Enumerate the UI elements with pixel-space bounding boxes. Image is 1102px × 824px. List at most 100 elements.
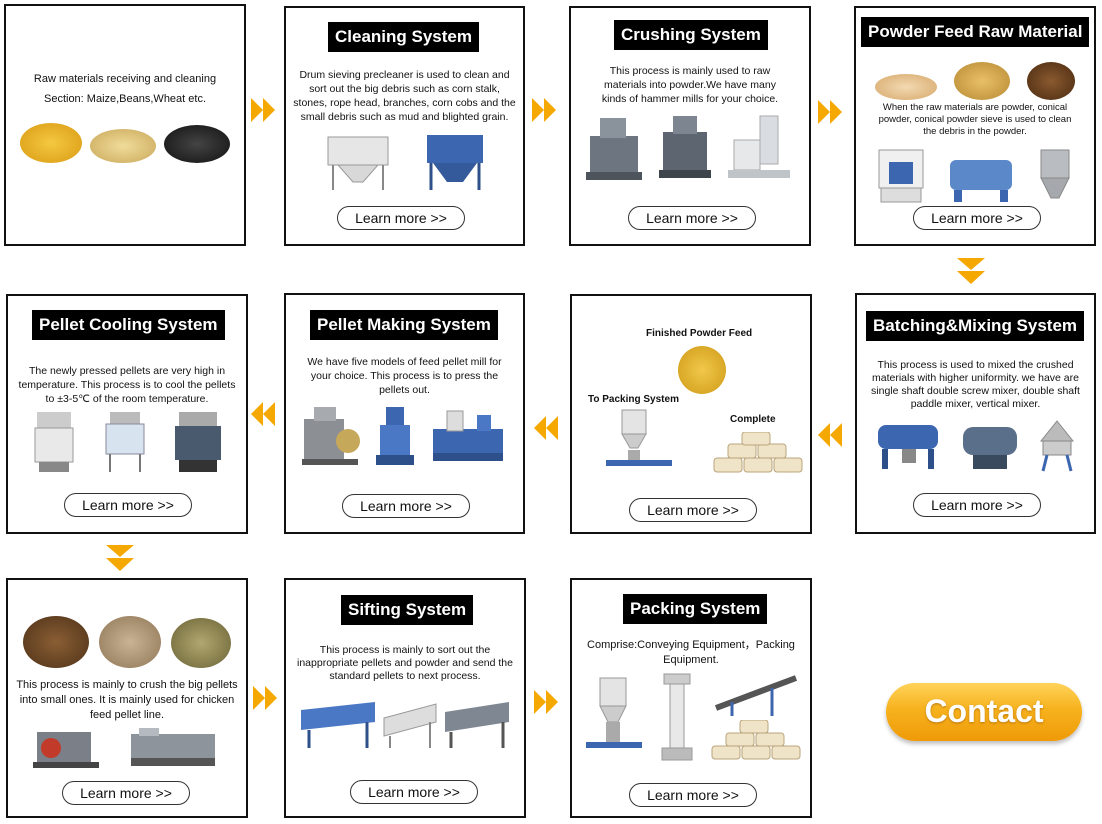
arrow-left-icon (534, 416, 558, 440)
cooler-image-1 (34, 412, 74, 472)
pellet-mill-images (286, 403, 523, 467)
finished-powder-image (678, 346, 726, 394)
complete-label: Complete (730, 414, 776, 425)
raw-material-images (6, 118, 244, 163)
receiving-text-1: Raw materials receiving and cleaning (33, 73, 217, 85)
cooler-image-3 (175, 412, 222, 472)
sifting-learn-more-button[interactable]: Learn more >> (350, 780, 478, 804)
card-pellet-cooling: Pellet Cooling System The newly pressed … (6, 294, 248, 534)
arrow-right-icon (534, 690, 558, 714)
receiving-text-2: Section: Maize,Beans,Wheat etc. (43, 93, 207, 105)
card-pellet-making: Pellet Making System We have five models… (284, 293, 525, 534)
arrow-right-icon (253, 686, 277, 710)
vertical-mixer-image (1040, 420, 1075, 472)
fine-grinder-image (728, 115, 791, 178)
batching-desc: This process is used to mixed the crushe… (871, 359, 1080, 410)
cooler-images (8, 408, 246, 474)
rotary-sifter-image (300, 702, 375, 748)
making-title: Pellet Making System (310, 310, 498, 340)
belt-conveyor-image (714, 675, 798, 716)
powder-image-2 (953, 62, 1010, 100)
pellet-mill-image-3 (432, 410, 503, 461)
packing-learn-more-button[interactable]: Learn more >> (629, 783, 757, 807)
feed-bags-image (713, 432, 803, 473)
cooling-desc: The newly pressed pellets are very high … (18, 365, 236, 405)
powder-image-1 (874, 74, 937, 100)
crumbler-images (8, 724, 246, 770)
pellet-mill-image-2 (376, 407, 415, 465)
cleaning-title: Cleaning System (328, 22, 479, 52)
powder-learn-more-button[interactable]: Learn more >> (913, 206, 1041, 230)
sifting-title: Sifting System (341, 595, 474, 625)
finished-learn-more-button[interactable]: Learn more >> (629, 498, 757, 522)
arrow-right-icon (818, 100, 842, 124)
beans-image (90, 129, 156, 163)
crumbler-image-1 (33, 732, 99, 768)
card-sifting: Sifting System This process is mainly to… (284, 578, 526, 818)
drum-sieve-image (426, 135, 483, 190)
card-receiving: Raw materials receiving and cleaning Sec… (4, 4, 246, 246)
crushing-images (571, 112, 809, 182)
pellet-image-3 (171, 618, 231, 668)
powder-images (856, 58, 1094, 100)
card-batching-mixing: Batching&Mixing System This process is u… (855, 293, 1096, 534)
crushing-title: Crushing System (614, 20, 768, 50)
grading-sifter-image (445, 702, 510, 748)
finished-powder-label: Finished Powder Feed (646, 328, 753, 339)
packing-desc: Comprise:Conveying Equipment，Packing Equ… (587, 639, 795, 666)
crumbling-desc: This process is mainly to crush the big … (16, 679, 238, 721)
mixer-images (857, 417, 1094, 473)
powder-desc: When the raw materials are powder, conic… (878, 102, 1072, 137)
vibrating-sifter-image (383, 703, 437, 748)
crushing-learn-more-button[interactable]: Learn more >> (628, 206, 756, 230)
screw-mixer-image (877, 425, 938, 469)
cooler-image-2 (105, 412, 145, 472)
sifting-desc: This process is mainly to sort out the i… (297, 644, 513, 682)
contact-button[interactable]: Contact (886, 683, 1082, 741)
card-powder: Powder Feed Raw Material When the raw ma… (854, 6, 1096, 246)
crumbling-learn-more-button[interactable]: Learn more >> (62, 781, 190, 805)
packing-title: Packing System (623, 594, 768, 624)
cleaning-desc: Drum sieving precleaner is used to clean… (293, 69, 516, 123)
arrow-down-icon (957, 258, 985, 284)
cooling-learn-more-button[interactable]: Learn more >> (64, 493, 192, 517)
paddle-mixer-image (963, 427, 1018, 469)
arrow-right-icon (532, 98, 556, 122)
bucket-elevator-image (661, 673, 693, 761)
card-crumbling: This process is mainly to crush the big … (6, 578, 248, 818)
cleaning-images (286, 132, 523, 192)
making-learn-more-button[interactable]: Learn more >> (342, 494, 470, 518)
card-packing: Packing System Comprise:Conveying Equipm… (570, 578, 812, 818)
conical-sieve-image (1039, 149, 1070, 199)
sifter-images (286, 694, 524, 750)
crumbler-image-2 (131, 728, 215, 766)
powder-title: Powder Feed Raw Material (861, 17, 1090, 47)
arrow-left-icon (251, 402, 275, 426)
packing-scale-image (606, 409, 672, 466)
card-crushing: Crushing System This process is mainly u… (569, 6, 811, 246)
powder-sieve-images (856, 146, 1094, 204)
crushing-desc: This process is mainly used to raw mater… (601, 65, 779, 105)
arrow-left-icon (818, 423, 842, 447)
arrow-down-icon (106, 545, 134, 571)
card-cleaning: Cleaning System Drum sieving precleaner … (284, 6, 525, 246)
batching-title: Batching&Mixing System (866, 311, 1085, 341)
maize-image (20, 123, 82, 163)
cooling-title: Pellet Cooling System (32, 310, 225, 340)
pellet-images (8, 612, 246, 668)
packed-bags-image (711, 720, 801, 760)
powder-image-3 (1027, 62, 1076, 100)
packing-scale-machine-image (586, 677, 642, 748)
hammer-mill-image-1 (585, 118, 642, 180)
powder-sieve-image-2 (949, 160, 1012, 202)
precleaner-image (327, 136, 388, 190)
pellet-mill-image-1 (302, 407, 361, 465)
making-desc: We have five models of feed pellet mill … (307, 356, 502, 396)
pellet-image-2 (99, 616, 161, 668)
cleaning-learn-more-button[interactable]: Learn more >> (337, 206, 465, 230)
batching-learn-more-button[interactable]: Learn more >> (913, 493, 1041, 517)
wheat-image (164, 125, 230, 163)
hammer-mill-image-2 (658, 116, 711, 178)
arrow-right-icon (251, 98, 275, 122)
card-finished-powder: Finished Powder Feed To Packing System C… (570, 294, 812, 534)
